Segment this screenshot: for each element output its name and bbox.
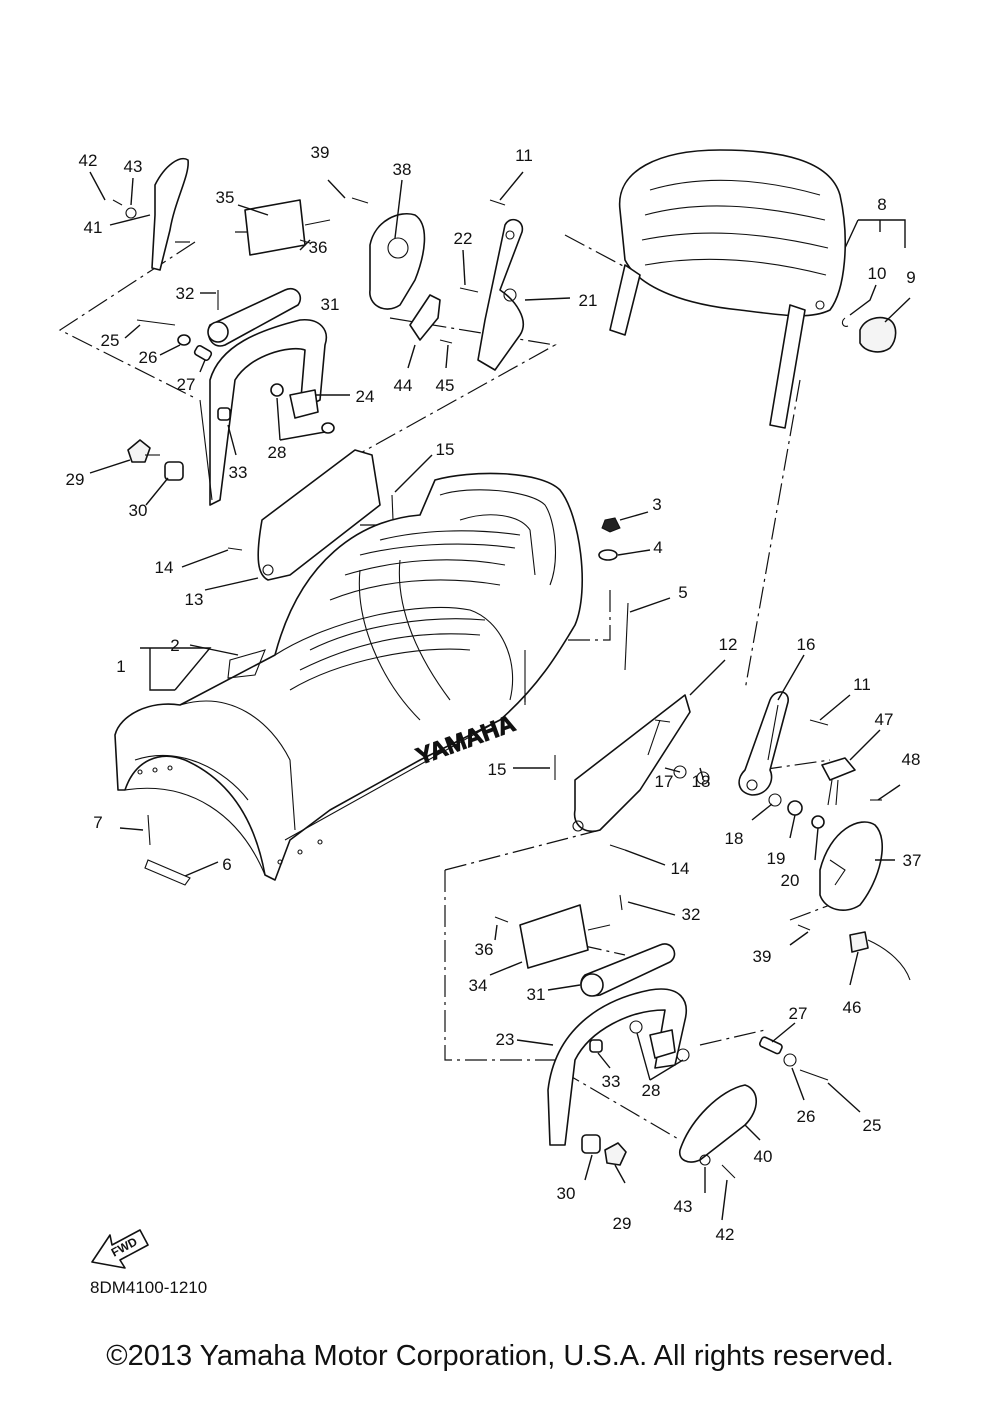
- part-label-45: 45: [436, 376, 455, 395]
- part-label-22: 22: [454, 229, 473, 248]
- part-label-11: 11: [515, 146, 533, 165]
- part-label-27b: 27: [789, 1004, 808, 1023]
- lock-31: [207, 287, 302, 347]
- part-label-18b: 18: [725, 829, 744, 848]
- part-label-20: 20: [781, 871, 800, 890]
- part-label-30: 30: [129, 501, 148, 520]
- part-label-43b: 43: [674, 1197, 693, 1216]
- fwd-arrow: FWD: [91, 1229, 149, 1269]
- knob-29: [127, 439, 160, 463]
- part-label-39: 39: [311, 143, 330, 162]
- part-label-33: 33: [229, 463, 248, 482]
- part-label-35: 35: [216, 188, 235, 207]
- part-label-42: 42: [79, 151, 98, 170]
- part-label-8: 8: [877, 195, 886, 214]
- part-label-33b: 33: [602, 1072, 621, 1091]
- part-label-39b: 39: [753, 947, 772, 966]
- part-label-26: 26: [139, 348, 158, 367]
- part-label-42b: 42: [716, 1225, 735, 1244]
- part-label-1: 1: [116, 657, 125, 676]
- part-label-4: 4: [653, 538, 662, 557]
- part-label-28: 28: [268, 443, 287, 462]
- part-label-26b: 26: [797, 1107, 816, 1126]
- part-label-47: 47: [875, 710, 894, 729]
- part-label-44: 44: [394, 376, 413, 395]
- part-label-38: 38: [393, 160, 412, 179]
- part-label-43: 43: [124, 157, 143, 176]
- part-label-25: 25: [101, 331, 120, 350]
- part-label-46: 46: [843, 998, 862, 1017]
- part-label-9: 9: [906, 268, 915, 287]
- part-label-18: 18: [692, 772, 711, 791]
- bracket-21: [477, 218, 524, 371]
- bracket-40: [678, 1084, 758, 1163]
- part-label-3: 3: [652, 495, 661, 514]
- part-label-6: 6: [222, 855, 231, 874]
- part-label-28b: 28: [642, 1081, 661, 1100]
- cover-38: [369, 213, 426, 310]
- part-label-19: 19: [767, 849, 786, 868]
- plate-34: [519, 904, 611, 969]
- part-label-25b: 25: [863, 1116, 882, 1135]
- catalog-code: 8DM4100-1210: [90, 1278, 208, 1297]
- seat: YAMAHA: [114, 472, 583, 881]
- part-label-5: 5: [678, 583, 687, 602]
- part-label-34: 34: [469, 976, 488, 995]
- part-label-10: 10: [868, 264, 887, 283]
- lock-31b: [580, 943, 676, 997]
- bracket-16: [738, 691, 789, 796]
- part-label-32b: 32: [682, 905, 701, 924]
- copyright-notice: ©2013 Yamaha Motor Corporation, U.S.A. A…: [106, 1340, 894, 1372]
- part-label-12: 12: [719, 635, 738, 654]
- part-label-15b: 15: [488, 760, 507, 779]
- part-label-37: 37: [903, 851, 922, 870]
- part-label-11b: 11: [853, 675, 871, 694]
- part-label-31: 31: [321, 295, 340, 314]
- leader-lines: [89, 171, 911, 1221]
- bracket-13: [257, 449, 381, 581]
- part-label-2: 2: [170, 636, 179, 655]
- part-label-16: 16: [797, 635, 816, 654]
- part-label-27: 27: [177, 375, 196, 394]
- bracket-41: [151, 158, 189, 271]
- collar-30: [164, 461, 184, 481]
- part-label-21: 21: [579, 291, 598, 310]
- part-label-32: 32: [176, 284, 195, 303]
- part-label-14: 14: [155, 558, 174, 577]
- grab-bar-24: [199, 319, 327, 506]
- bracket-47: [821, 757, 856, 806]
- part-label-41: 41: [84, 218, 103, 237]
- cover-37: [819, 821, 883, 911]
- part-label-14b: 14: [671, 859, 690, 878]
- part-label-29b: 29: [613, 1214, 632, 1233]
- part-label-23: 23: [496, 1030, 515, 1049]
- knob-9: [841, 316, 897, 353]
- part-label-30b: 30: [557, 1184, 576, 1203]
- part-label-7: 7: [93, 813, 102, 832]
- part-label-24: 24: [356, 387, 375, 406]
- grab-bar-23: [547, 988, 687, 1146]
- part-label-40: 40: [754, 1147, 773, 1166]
- sensor-46: [849, 931, 911, 981]
- backrest: [609, 149, 846, 429]
- hardware: [112, 197, 882, 1179]
- part-label-17: 17: [655, 772, 674, 791]
- part-label-36b: 36: [475, 940, 494, 959]
- bracket-44: [409, 294, 441, 341]
- part-label-13: 13: [185, 590, 204, 609]
- part-label-48: 48: [902, 750, 921, 769]
- part-label-31b: 31: [527, 985, 546, 1004]
- part-label-15: 15: [436, 440, 455, 459]
- part-label-29: 29: [66, 470, 85, 489]
- part-labels: 42 43 41 35 36 32 31 25 26 27 24 33 28 2…: [66, 143, 922, 1244]
- bracket-12: [572, 694, 691, 832]
- part-label-36: 36: [309, 238, 328, 257]
